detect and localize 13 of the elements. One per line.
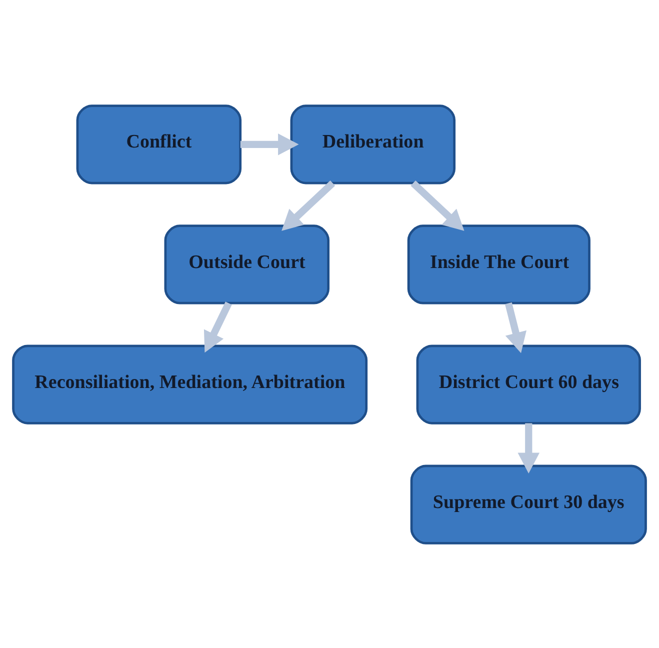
node-box: Reconsiliation, Mediation, Arbitration [12, 344, 368, 424]
node-box: Conflict [76, 104, 242, 184]
arrow [282, 180, 336, 230]
arrow [410, 180, 464, 230]
arrow [518, 422, 540, 473]
arrow [504, 302, 526, 353]
arrow [204, 301, 232, 352]
node-box: Deliberation [290, 104, 456, 184]
arrow [240, 133, 299, 155]
node-box: Outside Court [164, 224, 330, 304]
node-box: District Court 60 days [416, 344, 641, 424]
node-box: Inside The Court [407, 224, 590, 304]
node-box: Supreme Court 30 days [410, 464, 647, 544]
